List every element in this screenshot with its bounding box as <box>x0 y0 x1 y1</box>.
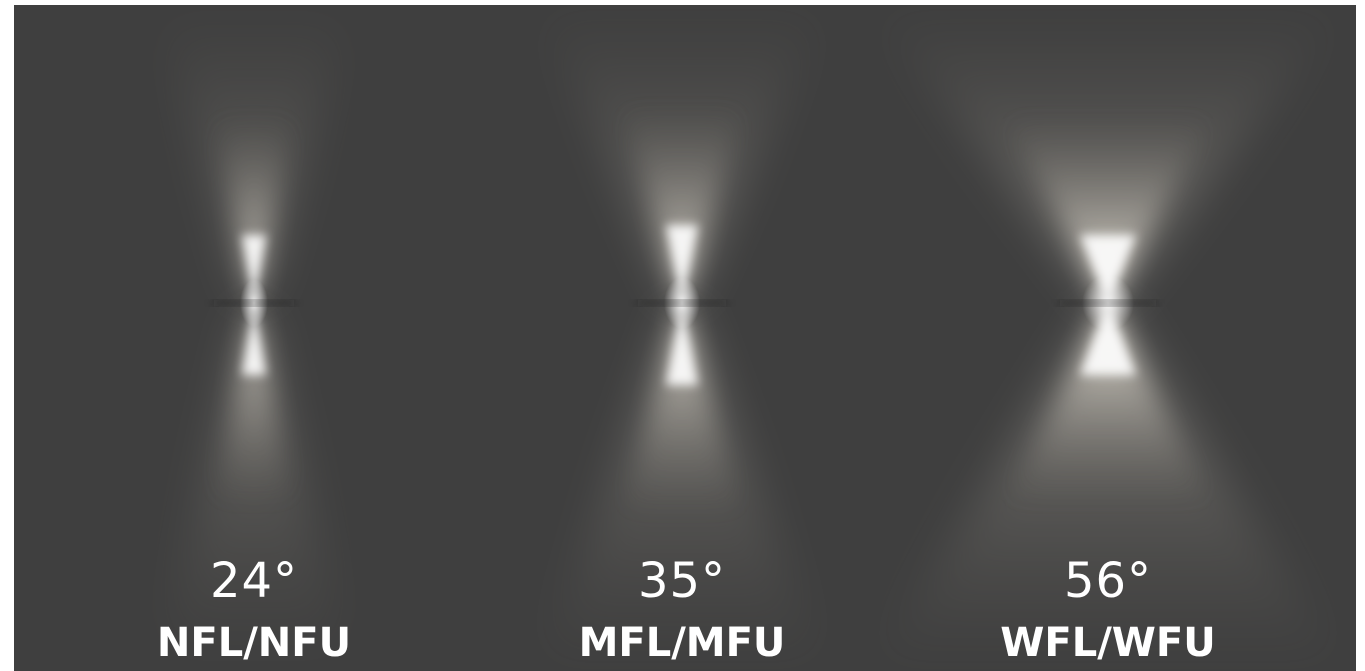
beam-narrow <box>154 5 354 671</box>
beam-code: WFL/WFU <box>1000 620 1216 666</box>
beam-angle-value: 24° <box>209 553 299 609</box>
beam-angle-value: 56° <box>1063 553 1153 609</box>
beam-medium <box>534 5 830 671</box>
beam-illustration <box>154 5 1352 671</box>
beam-angle-panel: 24° NFL/NFU 35° MFL/MFU 56° WFL/WFU <box>14 5 1356 671</box>
beam-angle-value: 35° <box>637 553 727 609</box>
beam-wide <box>864 5 1352 671</box>
beam-code: NFL/NFU <box>156 620 352 666</box>
beam-code: MFL/MFU <box>578 620 786 666</box>
